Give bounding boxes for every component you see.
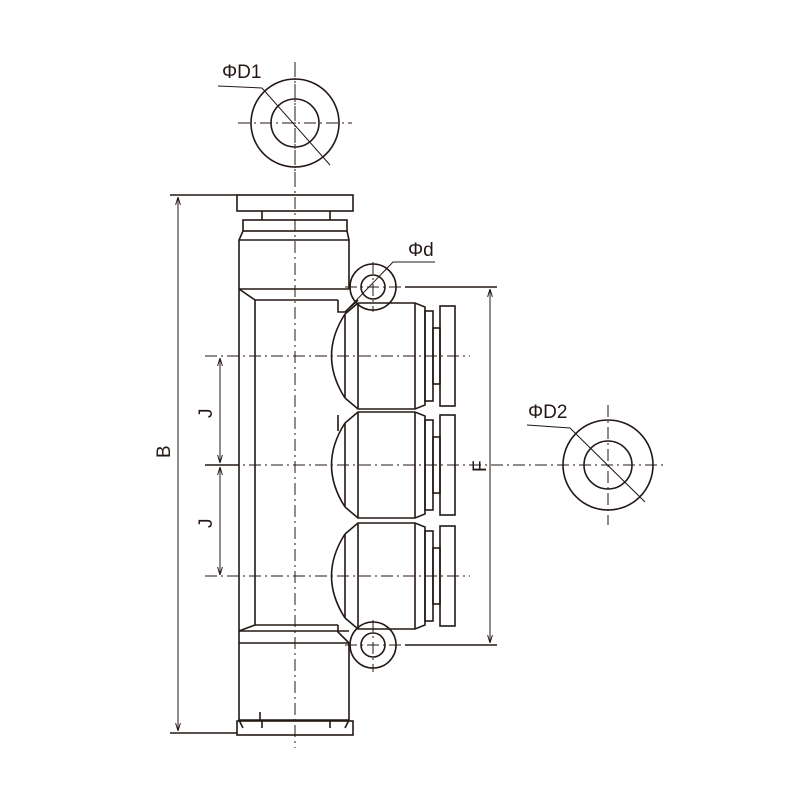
dimension-j: J J xyxy=(196,358,239,575)
dimension-b: B xyxy=(154,194,237,734)
label-f: F xyxy=(470,460,491,472)
label-b: B xyxy=(154,445,175,458)
main-body xyxy=(236,65,354,748)
label-j1: J xyxy=(196,409,217,419)
label-d1: ΦD1 xyxy=(222,62,261,83)
end-view-d2: ΦD2 xyxy=(526,402,654,525)
label-j2: J xyxy=(196,519,217,529)
label-d-small: Φd xyxy=(408,240,434,261)
branch-port-1 xyxy=(205,302,470,410)
dimension-f: F xyxy=(405,286,497,646)
branch-port-3 xyxy=(205,522,470,630)
small-port-bottom xyxy=(337,620,401,672)
label-d2: ΦD2 xyxy=(528,402,567,423)
end-view-d1: ΦD1 xyxy=(217,62,352,182)
branch-port-2 xyxy=(205,411,665,519)
small-port-top: Φd xyxy=(337,240,435,313)
